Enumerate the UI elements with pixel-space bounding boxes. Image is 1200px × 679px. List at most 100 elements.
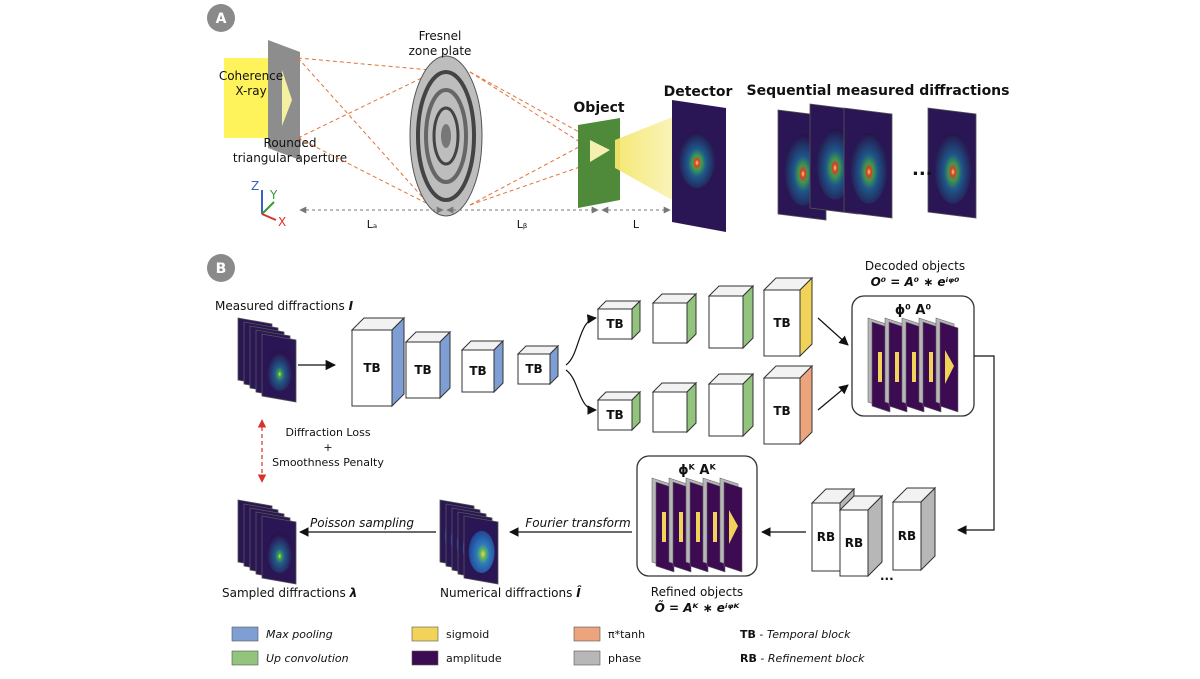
legend-swatch <box>231 650 259 666</box>
distance-l: L <box>633 218 640 231</box>
block-front <box>597 308 633 340</box>
amplitude-decoder-block-3 <box>707 372 755 438</box>
refined-equation: Õ = Aᴷ ∗ eⁱᵠᴷ <box>655 600 741 615</box>
encoder-block-3: TB <box>460 339 505 394</box>
object-slice <box>895 352 899 382</box>
object-slice <box>713 512 717 542</box>
frame-pattern <box>468 530 495 574</box>
numerical-symbol: Î <box>576 585 582 600</box>
distance-lb: Lᵦ <box>517 218 528 231</box>
legend: Max pooling Up convolution sigmoid ampli… <box>231 626 865 666</box>
fourier-label: Fourier transform <box>525 516 630 530</box>
measured-symbol: I <box>349 299 354 313</box>
legend-item-phase: phase <box>573 650 641 666</box>
block-side <box>493 339 504 394</box>
zone-plate-label-line2: zone plate <box>409 44 472 58</box>
panel-a-badge: A <box>216 11 227 27</box>
measured-frame-5 <box>261 333 297 403</box>
block-label: TB <box>606 317 623 331</box>
legend-label: sigmoid <box>446 628 489 641</box>
axis-y: Y <box>269 188 278 202</box>
panel-b-badge: B <box>216 261 227 277</box>
legend-tb: TB - Temporal block <box>740 628 851 641</box>
source-label-line2: X-ray <box>235 84 266 98</box>
block-front <box>351 329 393 407</box>
decoded-frames <box>867 317 959 413</box>
legend-rb-key: RB <box>740 652 757 665</box>
legend-tb-sep: - <box>759 628 763 641</box>
object-slice <box>912 352 916 382</box>
object-slice <box>696 512 700 542</box>
measured-label-text: Measured diffractions <box>215 299 345 313</box>
measured-label: Measured diffractions I <box>215 299 354 313</box>
frame-pattern <box>266 530 293 574</box>
block-front <box>708 383 744 437</box>
detector-pattern <box>679 132 715 188</box>
refinement-block-3: RB <box>891 486 937 572</box>
object-triangle <box>590 140 610 162</box>
block-side <box>742 372 754 438</box>
refinement-block-2: RB <box>838 494 884 578</box>
axis-z: Z <box>251 179 259 193</box>
encoder-block-1: TB <box>350 316 406 408</box>
block-side <box>439 330 451 400</box>
block-front <box>839 509 869 577</box>
block-front <box>892 501 922 571</box>
block-front <box>763 289 801 357</box>
aperture-opening <box>282 70 292 126</box>
refined-inner-label: ϕᴷ Aᴷ <box>678 463 716 478</box>
branch-arrow-amplitude <box>565 369 597 415</box>
zone-plate-label-line1: Fresnel <box>419 29 462 43</box>
source-label-line1: Coherence <box>219 69 283 83</box>
legend-item-sigmoid: sigmoid <box>411 626 489 642</box>
aperture-label-line1: Rounded <box>264 136 317 150</box>
legend-swatch <box>573 650 601 666</box>
block-side <box>391 316 405 408</box>
object-plate <box>578 118 620 208</box>
decoded-equation: O⁰ = A⁰ ∗ eⁱᵠ⁰ <box>871 275 961 289</box>
block-side <box>867 494 883 578</box>
legend-label: amplitude <box>446 652 502 665</box>
block-label: TB <box>525 362 542 376</box>
block-front <box>597 399 633 431</box>
frame-pattern <box>934 132 972 204</box>
axes-triad <box>261 190 277 221</box>
phase-decoder-block-3 <box>707 284 755 350</box>
aperture-label-line2: triangular aperture <box>233 151 347 165</box>
legend-label: π*tanh <box>608 628 645 641</box>
block-front <box>708 295 744 349</box>
rb-ellipsis: ... <box>880 569 894 583</box>
legend-item-up-convolution: Up convolution <box>231 650 349 666</box>
block-side <box>742 284 754 350</box>
amplitude-decoder-block-2 <box>651 381 698 434</box>
legend-swatch <box>231 626 259 642</box>
block-front <box>517 353 551 385</box>
block-label: RB <box>898 529 916 543</box>
panel-b-badge-circle <box>207 254 235 282</box>
block-side <box>799 276 813 358</box>
legend-swatch <box>411 650 439 666</box>
object-slice <box>662 512 666 542</box>
legend-label: phase <box>608 652 641 665</box>
legend-label: Max pooling <box>266 628 333 641</box>
object-slice <box>929 352 933 382</box>
legend-swatch <box>573 626 601 642</box>
legend-rb: RB - Refinement block <box>740 652 865 665</box>
phase-decoder-block-4: TB <box>762 276 814 358</box>
block-side <box>920 486 936 572</box>
block-label: RB <box>845 536 863 550</box>
block-front <box>763 377 801 445</box>
sampled-label: Sampled diffractions λ <box>222 586 357 600</box>
frame-pattern <box>850 132 888 204</box>
legend-item-amplitude: amplitude <box>411 650 502 666</box>
object-label: Object <box>573 100 625 116</box>
legend-swatch <box>411 626 439 642</box>
sampled-label-text: Sampled diffractions <box>222 586 346 600</box>
block-label: TB <box>469 364 486 378</box>
loss-line3: Smoothness Penalty <box>272 456 384 469</box>
block-front <box>405 341 441 399</box>
block-side <box>686 381 697 434</box>
